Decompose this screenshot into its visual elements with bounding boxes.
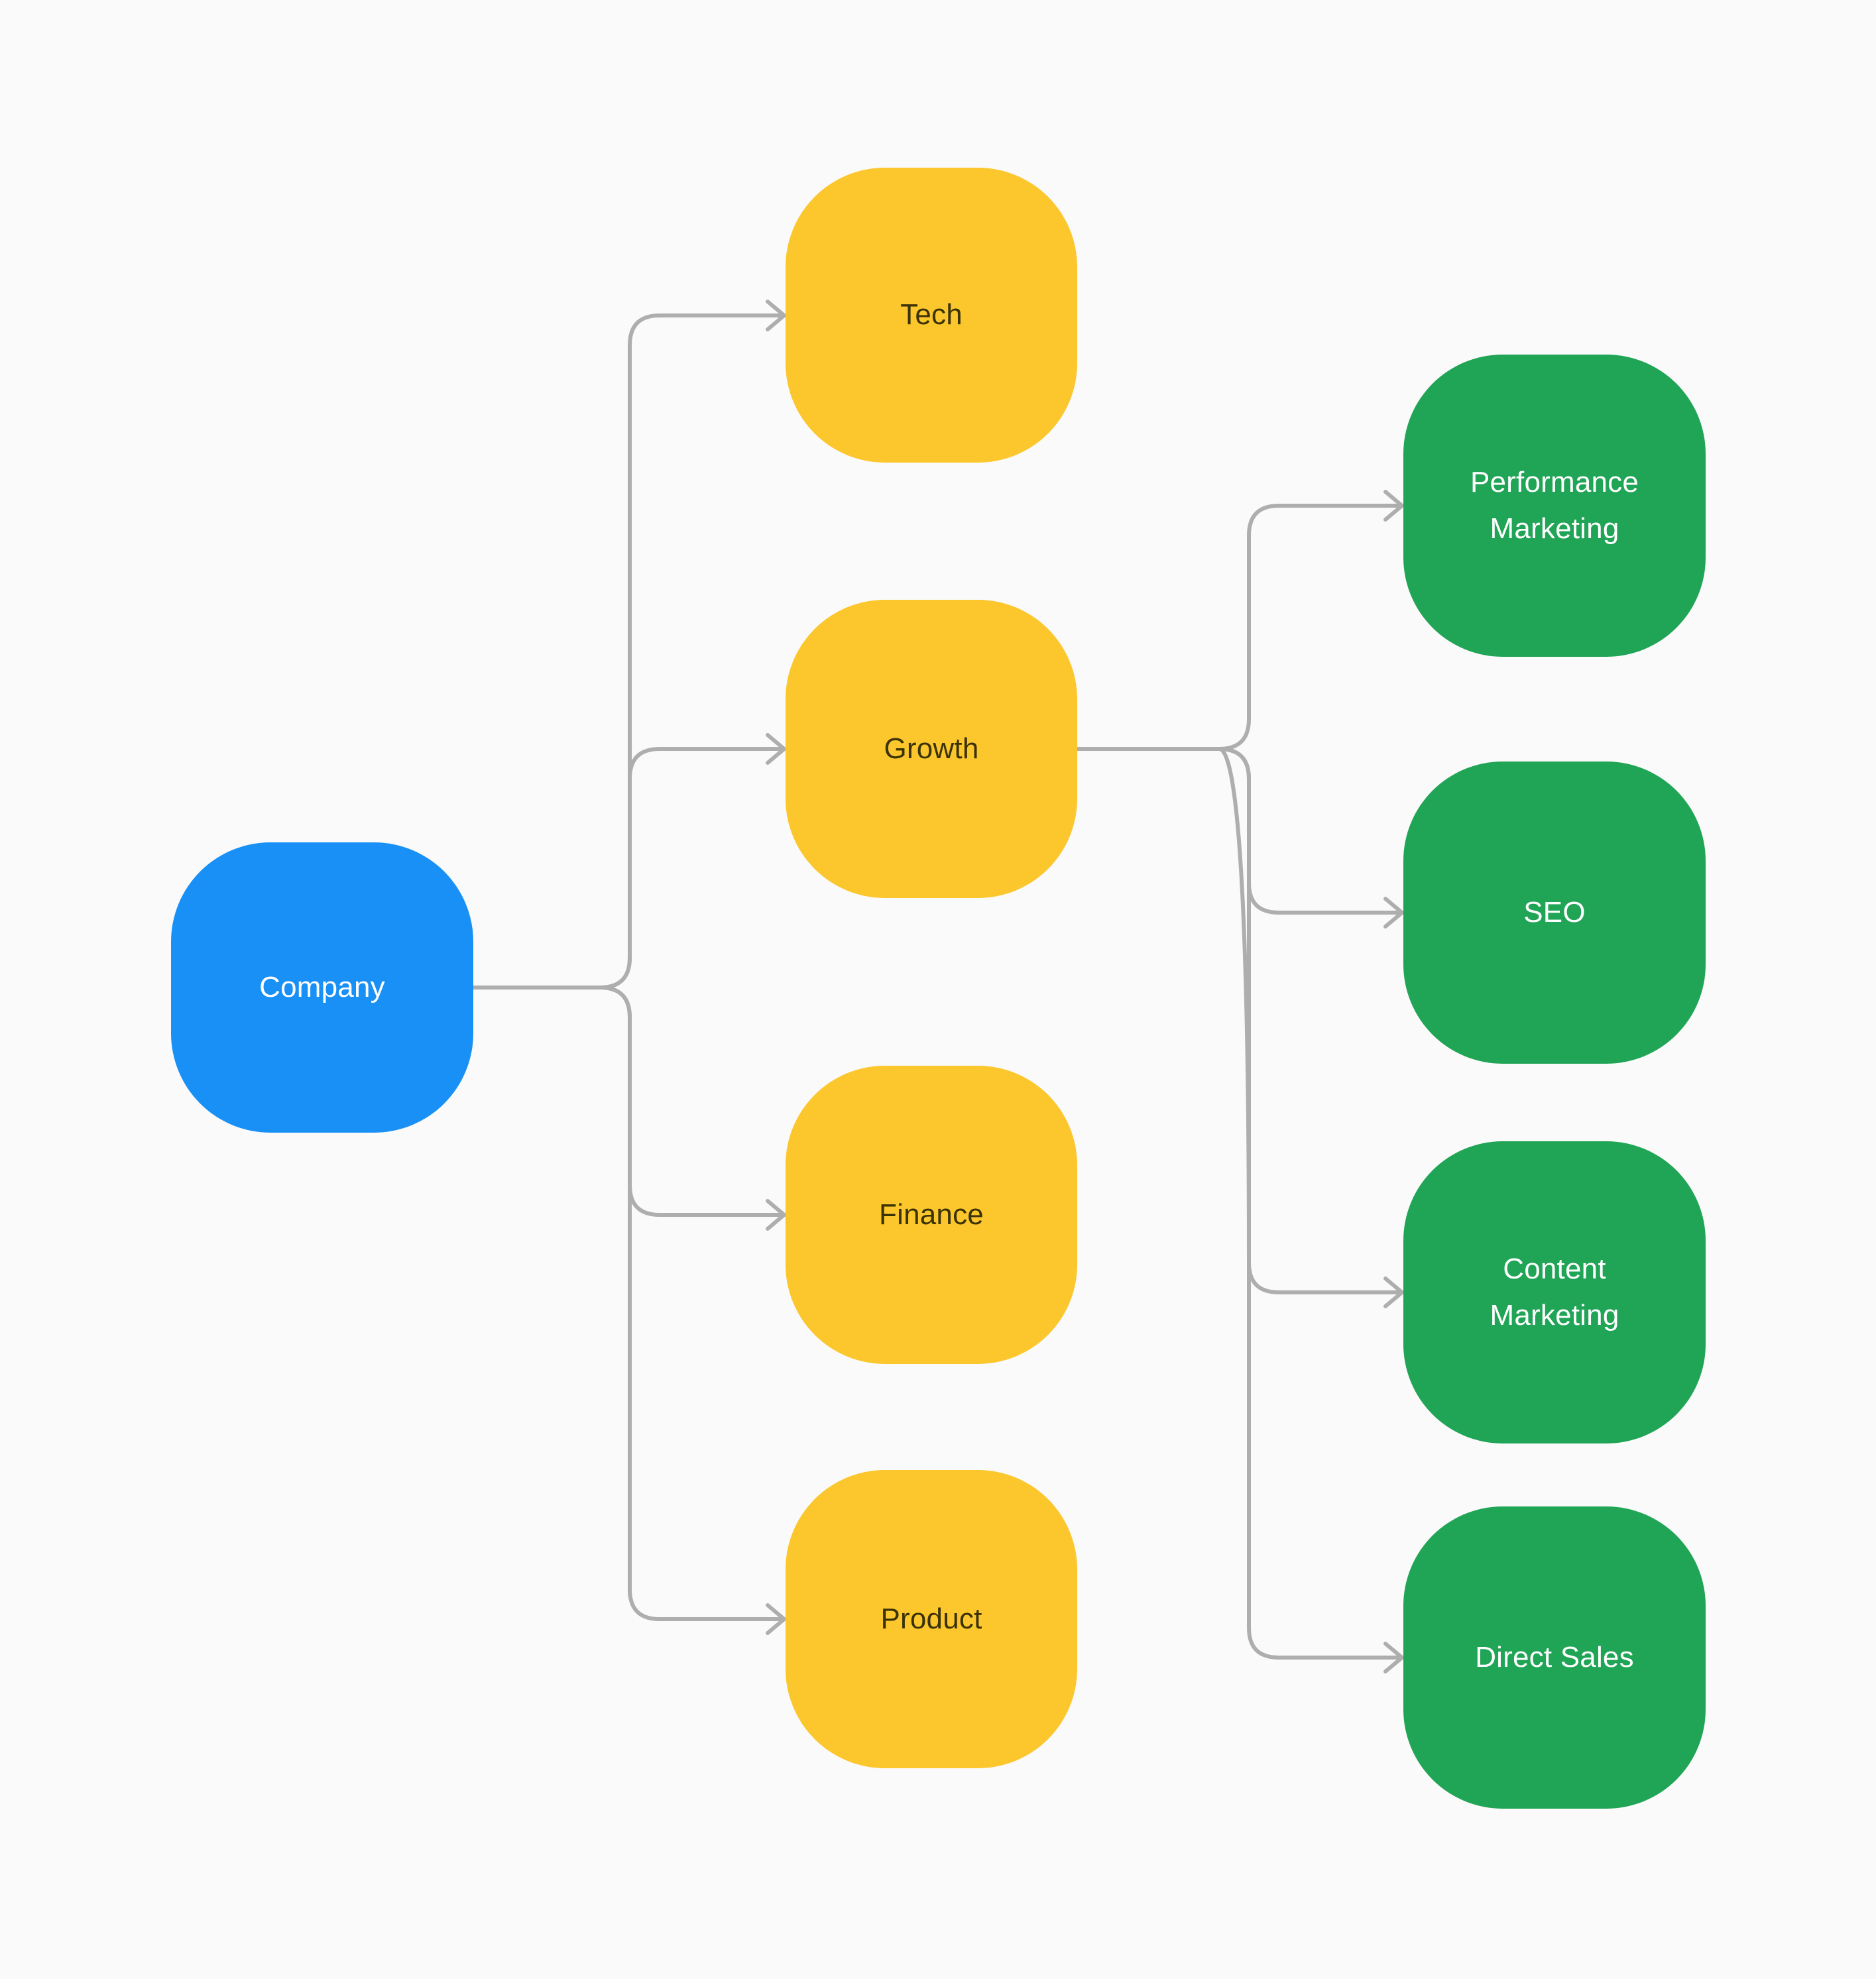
edge-growth-performance-marketing [1077,504,1402,751]
node-content-marketing-label: Content Marketing [1490,1252,1619,1331]
node-direct-sales-label: Direct Sales [1475,1640,1634,1673]
edge-company-growth [473,747,784,990]
arrow-icon [1383,1642,1404,1673]
node-finance-label: Finance [879,1198,984,1231]
arrow-icon [1383,1276,1404,1308]
node-seo[interactable]: SEO [1403,762,1706,1064]
node-company-label: Company [259,970,385,1003]
node-performance-marketing-label: Performance Marketing [1470,465,1639,545]
node-product[interactable]: Product [786,1470,1077,1768]
node-company[interactable]: Company [171,842,473,1133]
arrow-icon [766,733,786,765]
node-tech[interactable]: Tech [786,168,1077,463]
arrow-icon [766,300,786,331]
node-product-label: Product [880,1602,982,1635]
node-tech-label: Tech [900,298,963,331]
node-performance-marketing[interactable]: Performance Marketing [1403,355,1706,657]
node-direct-sales[interactable]: Direct Sales [1403,1506,1706,1809]
node-seo-label: SEO [1523,895,1586,929]
edge-growth-content-marketing [1077,747,1402,1294]
node-finance[interactable]: Finance [786,1066,1077,1364]
node-growth[interactable]: Growth [786,600,1077,898]
edge-company-product [473,986,784,1621]
arrow-icon [1383,897,1404,929]
edge-growth-direct-sales [1077,747,1402,1660]
arrow-icon [1383,490,1404,522]
arrow-icon [766,1603,786,1635]
arrow-icon [766,1199,786,1231]
node-growth-label: Growth [884,732,979,765]
node-content-marketing[interactable]: Content Marketing [1403,1141,1706,1443]
